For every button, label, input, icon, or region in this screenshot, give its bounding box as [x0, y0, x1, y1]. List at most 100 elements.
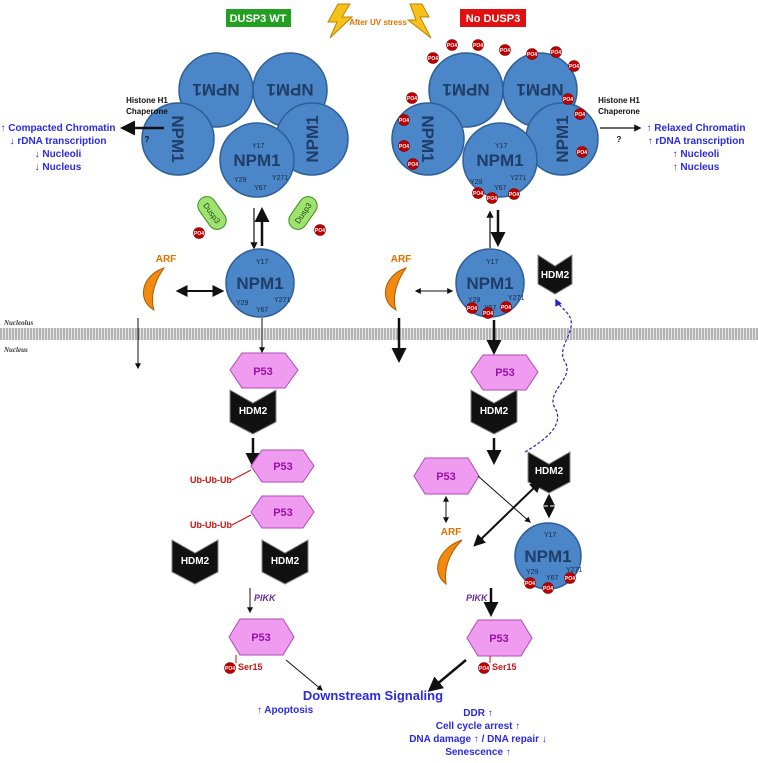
arrow: [427, 659, 467, 692]
phosphate-icon: [568, 60, 580, 72]
p53-protein: [229, 352, 299, 389]
phosphate-icon: [486, 192, 498, 204]
hdm2-label: HDM2: [541, 270, 570, 281]
npm1-label: NPM1: [553, 115, 572, 162]
dusp3-wt-label: DUSP3 WT: [230, 13, 287, 25]
y271-label: Y271: [566, 567, 582, 574]
effect-ddr: DDR ↑: [463, 708, 492, 719]
no-dusp3-label: No DUSP3: [466, 13, 520, 25]
npm1-label: NPM1: [192, 80, 239, 99]
outcome-left-1: ↑ Compacted Chromatin: [0, 123, 115, 134]
arf-label: ARF: [441, 527, 462, 538]
po4-label: PO4: [565, 576, 575, 582]
outcome-left-3: ↓ Nucleoli: [35, 149, 82, 160]
y67-label: Y67: [256, 307, 269, 314]
npm1-label: NPM1: [303, 115, 322, 162]
p53-label: P53: [273, 461, 293, 473]
hdm2-label: HDM2: [480, 406, 509, 417]
y29-label: Y29: [526, 569, 539, 576]
po4-label: PO4: [509, 192, 519, 198]
npm1-monomer-wt: [225, 248, 295, 318]
nucleolus-label: Nucleolus: [3, 319, 33, 327]
npm1-label: NPM1: [168, 115, 187, 162]
ser15-label: Ser15: [492, 662, 517, 672]
outcome-left-4: ↓ Nucleus: [35, 162, 82, 173]
question-mark: ?: [617, 135, 622, 144]
p53-protein: [470, 354, 539, 391]
nucleolar-membrane: [0, 328, 758, 340]
hdm2-label: HDM2: [239, 406, 268, 417]
ser15-label: Ser15: [238, 662, 263, 672]
pikk-label: PIKK: [466, 593, 489, 603]
phosphate-icon: [398, 114, 410, 126]
ub-link: [231, 469, 252, 481]
phosphate-icon: [564, 572, 576, 584]
po4-label: PO4: [408, 162, 418, 168]
p53-label: P53: [253, 366, 273, 378]
effect-dna-damage: DNA damage ↑ / DNA repair ↓: [409, 734, 547, 745]
phosphate-icon: [576, 146, 588, 158]
y29-label: Y29: [236, 300, 249, 307]
phosphate-icon: [407, 158, 419, 170]
phosphate-icon: [472, 39, 484, 51]
p53-label: P53: [273, 507, 293, 519]
ub-link: [231, 514, 252, 526]
npm1-pentamer-wt: NPM1 NPM1 NPM1 NPM1 NPM1 Y17 Y29 Y67 Y27…: [141, 52, 349, 198]
po4-label: PO4: [399, 144, 409, 150]
chaperone-label: Histone H1: [126, 96, 168, 105]
arf-crescent-icon: [385, 267, 408, 312]
po4-label: PO4: [473, 191, 483, 197]
npm1-label: NPM1: [236, 274, 283, 293]
outcome-right-2: ↑ rDNA transcription: [648, 136, 745, 147]
y17-label: Y17: [486, 259, 499, 266]
phosphate-icon: [550, 46, 562, 58]
po4-label: PO4: [407, 96, 417, 102]
hdm2-protein: [171, 539, 219, 585]
phosphate-icon: [466, 302, 478, 314]
po4-label: PO4: [428, 56, 438, 62]
po4-label: PO4: [473, 43, 483, 49]
question-mark: ?: [145, 135, 150, 144]
po4-label: PO4: [525, 581, 535, 587]
phosphate-icon: [542, 582, 554, 594]
y17-label: Y17: [495, 143, 508, 150]
p53-phosphorylated: [228, 618, 295, 656]
hdm2-protein: [229, 389, 277, 435]
y29-label: Y29: [234, 177, 247, 184]
phosphate-icon: [478, 662, 490, 674]
phosphate-icon: [472, 187, 484, 199]
outcome-right-3: ↑ Nucleoli: [673, 149, 720, 160]
npm1-monomer: [462, 122, 538, 198]
effect-cell-cycle: Cell cycle arrest ↑: [436, 721, 521, 732]
lightning-right-icon: [406, 3, 432, 39]
dusp3-protein-left: Dusp3: [197, 196, 227, 230]
p53-ubiquitinated: [250, 449, 315, 483]
p53-phosphorylated: [466, 619, 533, 657]
po4-label: PO4: [500, 48, 510, 54]
outcome-right-4: ↑ Nucleus: [673, 162, 720, 173]
hdm2-label: HDM2: [535, 466, 564, 477]
chaperone-label: Histone H1: [598, 96, 640, 105]
apoptosis-label: ↑ Apoptosis: [257, 705, 314, 716]
hdm2-protein: [470, 389, 518, 435]
phosphate-icon: [398, 140, 410, 152]
po4-label: PO4: [483, 311, 493, 317]
downstream-signaling-label: Downstream Signaling: [303, 688, 443, 703]
phosphate-icon: [574, 108, 586, 120]
pikk-label: PIKK: [254, 593, 277, 603]
npm1-label: NPM1: [516, 80, 563, 99]
effect-senescence: Senescence ↑: [445, 747, 511, 758]
p53-label: P53: [495, 367, 515, 379]
po4-label: PO4: [467, 306, 477, 312]
phosphate-icon: [500, 301, 512, 313]
y271-label: Y271: [510, 175, 526, 182]
npm1-label: NPM1: [418, 115, 437, 162]
po4-label: PO4: [487, 196, 497, 202]
dusp3-protein-right: Dusp3: [288, 196, 318, 230]
po4-label: PO4: [543, 586, 553, 592]
phosphate-icon: [427, 52, 439, 64]
phosphate-icon: [526, 48, 538, 60]
po4-label: PO4: [575, 112, 585, 118]
